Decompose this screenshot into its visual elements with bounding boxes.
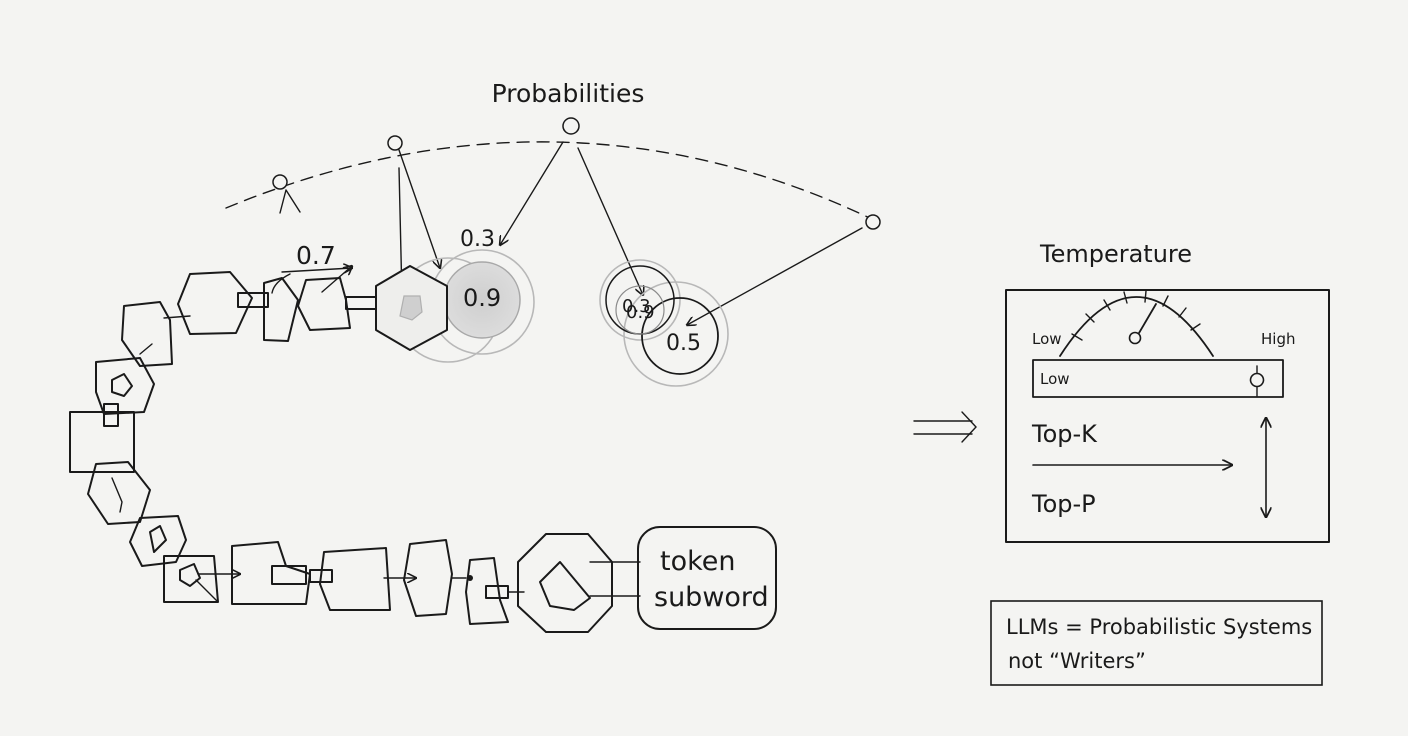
- token-link: [589, 561, 641, 597]
- upper-token-chain: 0.7: [177, 241, 377, 342]
- gauge-low-label: Low: [1032, 330, 1062, 348]
- octagon-inner: [539, 561, 591, 611]
- prob-label-2: 0.3: [460, 227, 495, 252]
- token-shape: [69, 411, 135, 473]
- token-inner: [179, 563, 201, 587]
- token-shape: [87, 461, 151, 525]
- token-shape: [319, 547, 391, 611]
- prob-label-3: 0.9: [463, 284, 501, 312]
- candidate-circle: [615, 285, 665, 335]
- hexagon-inner: [399, 295, 423, 321]
- arc-node: [865, 214, 881, 230]
- token-label: token: [660, 546, 736, 577]
- temperature-gauge: Low High: [1032, 290, 1295, 357]
- token-subword-box: token subword: [637, 526, 777, 630]
- prob-label-6: 0.5: [666, 331, 701, 356]
- gauge-arc: [1059, 296, 1214, 357]
- token-connector: [103, 403, 119, 427]
- top-k-label: Top-K: [1031, 420, 1098, 448]
- arc-node: [387, 135, 403, 151]
- arc-node-tick: [279, 189, 301, 214]
- slider-thumb[interactable]: [1249, 372, 1265, 388]
- summary-line-1: LLMs = Probabilistic Systems: [1006, 615, 1312, 639]
- token-inner: [111, 373, 133, 397]
- candidate-circles: 0.3 0.9 0.5: [599, 259, 729, 387]
- token-connector: [237, 292, 269, 308]
- slider-track[interactable]: [1032, 359, 1284, 398]
- gauge-ticks: [1071, 290, 1201, 341]
- summary-box: LLMs = Probabilistic Systems not “Writer…: [990, 600, 1323, 686]
- token-link: [271, 273, 291, 294]
- octagon-token: [517, 533, 613, 633]
- token-shape: [121, 301, 173, 367]
- summary-line-2: not “Writers”: [1008, 649, 1146, 673]
- prob-label-4: 0.3: [622, 296, 651, 317]
- arc-node: [562, 117, 580, 135]
- candidate-circle: [641, 297, 719, 375]
- temperature-title: Temperature: [1039, 240, 1192, 268]
- token-shape: [263, 277, 299, 342]
- temperature-panel: Temperature Low High Low Top-K Top-P: [1005, 240, 1330, 543]
- token-shape: [95, 357, 155, 415]
- token-shape: [465, 557, 509, 625]
- bottom-token-chain: [163, 533, 641, 633]
- token-link: [195, 579, 219, 603]
- token-shape: [403, 539, 453, 617]
- token-connector: [485, 585, 509, 599]
- gauge-pivot: [1128, 331, 1142, 345]
- token-link: [281, 268, 352, 272]
- left-token-chain: [69, 301, 191, 567]
- gauge-high-label: High: [1261, 330, 1295, 348]
- token-link: [111, 477, 123, 513]
- token-box-frame: [637, 526, 777, 630]
- token-shape: [297, 277, 351, 331]
- token-inner: [149, 525, 167, 553]
- probabilities-title: Probabilities: [492, 79, 645, 108]
- slider-low-label: Low: [1040, 370, 1070, 388]
- token-link: [139, 343, 153, 355]
- subword-label: subword: [654, 582, 769, 613]
- summary-box-frame: [990, 600, 1323, 686]
- arc-nodes: [272, 117, 881, 230]
- temperature-panel-frame: [1005, 289, 1330, 543]
- token-connector: [345, 296, 377, 310]
- temperature-slider[interactable]: Low: [1032, 359, 1284, 398]
- token-shape: [129, 515, 187, 567]
- arc-node: [272, 174, 288, 190]
- prob-label-1: 0.7: [296, 241, 336, 270]
- token-inner: [271, 565, 307, 585]
- token-shape: [177, 271, 253, 335]
- gauge-needle: [1138, 303, 1157, 334]
- implies-arrow: [913, 411, 977, 443]
- selected-candidate: 0.3 0.9: [375, 227, 535, 363]
- prob-label-5: 0.9: [626, 302, 655, 323]
- token-link: [163, 315, 191, 319]
- top-p-label: Top-P: [1031, 490, 1096, 518]
- probability-arc: [225, 141, 875, 221]
